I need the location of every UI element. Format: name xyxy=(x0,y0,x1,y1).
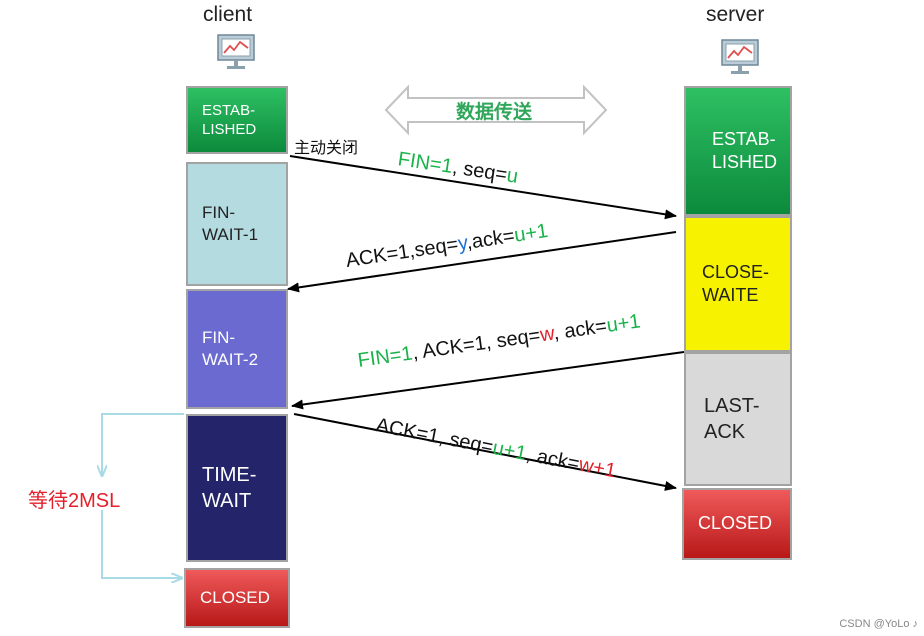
final-ack-arrow xyxy=(293,413,677,491)
server-state-close-waite: CLOSE- WAITE xyxy=(684,216,792,352)
ack-arrow xyxy=(287,231,677,293)
wait-bracket-bottom xyxy=(101,510,182,578)
message-segment: u+1 xyxy=(512,219,550,247)
message-segment: u+1 xyxy=(605,310,642,337)
client-state-closed: CLOSED xyxy=(184,568,290,628)
data-transfer-label: 数据传送 xyxy=(456,101,533,123)
server-header: server xyxy=(706,3,765,26)
fin-arrow xyxy=(289,155,677,220)
watermark: CSDN @YoLo ♪ xyxy=(839,618,918,630)
wait-bracket-top xyxy=(102,413,184,476)
client-header: client xyxy=(203,3,253,26)
client-state-established: ESTAB- LISHED xyxy=(186,86,288,154)
server-state-last-ack: LAST- ACK xyxy=(684,352,792,486)
client-state-time-wait: TIME- WAIT xyxy=(186,414,288,562)
active-close-label: 主动关闭 xyxy=(294,140,359,157)
client-computer-icon xyxy=(217,34,255,69)
client-state-fin-wait-2: FIN- WAIT-2 xyxy=(186,289,288,409)
server-state-closed: CLOSED xyxy=(682,488,792,560)
server-state-established: ESTAB- LISHED xyxy=(684,86,792,216)
data-transfer-arrow xyxy=(384,84,608,136)
server-computer-icon xyxy=(721,39,759,74)
client-state-fin-wait-1: FIN- WAIT-1 xyxy=(186,162,288,286)
wait-2msl-label: 等待2MSL xyxy=(28,490,121,512)
fin-ack-arrow xyxy=(291,351,685,410)
